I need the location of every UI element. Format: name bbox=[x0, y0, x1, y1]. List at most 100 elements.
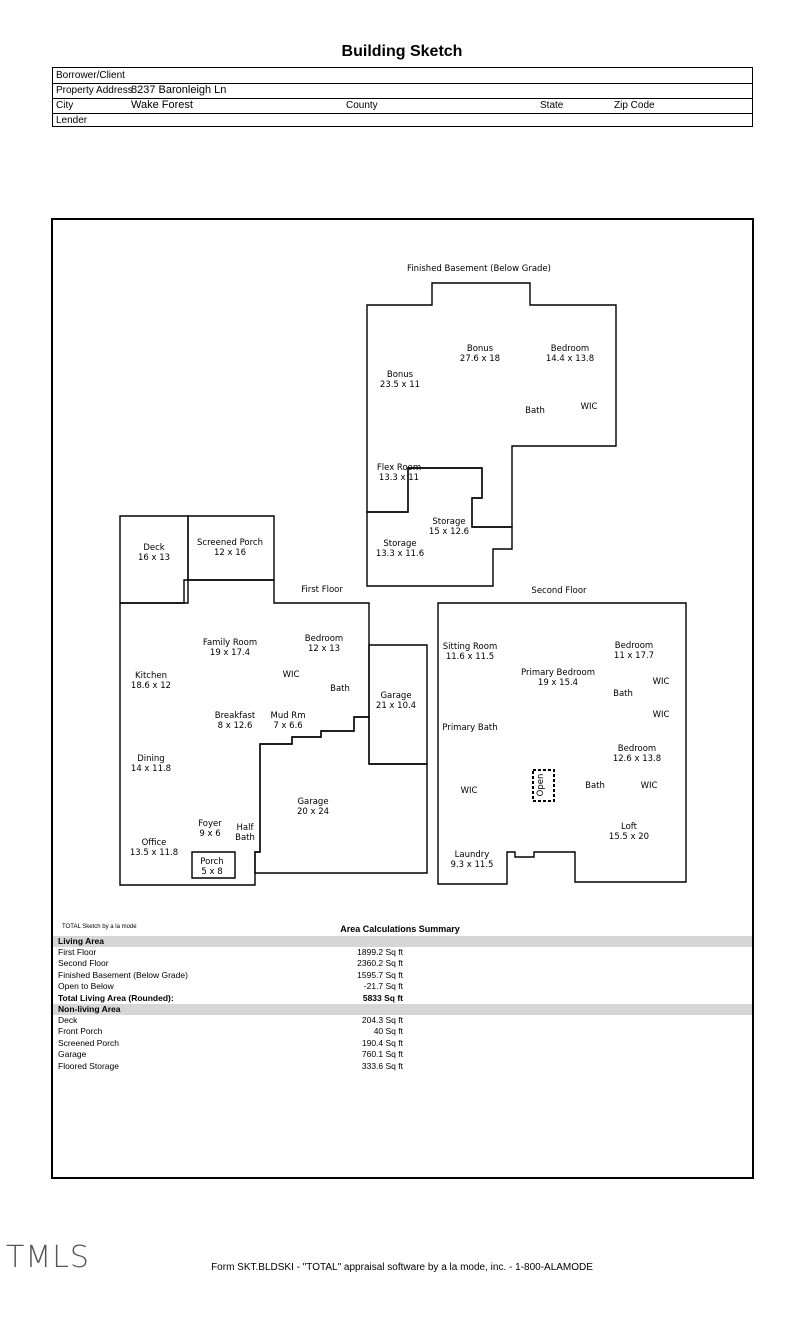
basement-title: Finished Basement (Below Grade) bbox=[407, 264, 551, 274]
room-dims: 16 x 13 bbox=[138, 553, 170, 563]
room-dims: 5 x 8 bbox=[201, 867, 222, 877]
area-row: Screened Porch 190.4 Sq ft bbox=[53, 1038, 752, 1049]
room-name: Bonus bbox=[387, 370, 414, 380]
room-dims: 13.5 x 11.8 bbox=[130, 848, 178, 858]
area-name: Open to Below bbox=[58, 981, 114, 992]
room-name: Deck bbox=[143, 543, 164, 553]
room-name: Breakfast bbox=[215, 711, 256, 721]
tmls-watermark-logo: TMLS bbox=[6, 1240, 90, 1275]
room-name: Bath bbox=[330, 684, 350, 694]
area-value: 2360.2 Sq ft bbox=[357, 958, 403, 969]
room-name: Bedroom bbox=[615, 641, 653, 651]
nonliving-area-heading: Non-living Area bbox=[53, 1003, 752, 1015]
city-row: City Wake Forest County State Zip Code bbox=[53, 98, 752, 114]
room-dims: 14 x 11.8 bbox=[131, 764, 171, 774]
room-dims: 9.3 x 11.5 bbox=[451, 860, 494, 870]
area-row: Deck 204.3 Sq ft bbox=[53, 1015, 752, 1026]
room-name: Mud Rm bbox=[270, 711, 305, 721]
second-floor-title: Second Floor bbox=[531, 586, 587, 596]
room-name: Bedroom bbox=[551, 344, 589, 354]
area-row: Open to Below -21.7 Sq ft bbox=[53, 981, 752, 992]
first-floor-plan: First Floor Deck 16 x 13 Screened Porch … bbox=[119, 515, 428, 886]
area-value: 760.1 Sq ft bbox=[361, 1049, 403, 1060]
area-row: First Floor 1899.2 Sq ft bbox=[53, 947, 752, 958]
area-name: Garage bbox=[58, 1049, 87, 1060]
room-name: Bonus bbox=[467, 344, 494, 354]
open-to-below-marker bbox=[532, 769, 555, 802]
room-name: Bath bbox=[525, 406, 545, 416]
room-name: Dining bbox=[137, 754, 164, 764]
area-name: Finished Basement (Below Grade) bbox=[58, 969, 188, 980]
room-dims: Bath bbox=[235, 833, 255, 843]
area-row: Second Floor 2360.2 Sq ft bbox=[53, 958, 752, 969]
area-name: Deck bbox=[58, 1014, 78, 1025]
room-dims: 9 x 6 bbox=[199, 829, 220, 839]
room-dims: 15.5 x 20 bbox=[609, 832, 649, 842]
room-name: Storage bbox=[432, 517, 465, 527]
room-dims: 7 x 6.6 bbox=[273, 721, 302, 731]
address-value: 8237 Baronleigh Ln bbox=[131, 84, 227, 96]
room-name: WIC bbox=[641, 781, 658, 791]
open-label: Open bbox=[536, 774, 546, 797]
room-name: Loft bbox=[621, 822, 638, 832]
room-dims: 13.3 x 11.6 bbox=[376, 549, 424, 559]
room-name: WIC bbox=[653, 677, 670, 687]
area-value: 1899.2 Sq ft bbox=[357, 947, 403, 957]
room-dims: 19 x 17.4 bbox=[210, 648, 250, 658]
area-name: Front Porch bbox=[58, 1026, 103, 1037]
area-value: 333.6 Sq ft bbox=[361, 1060, 403, 1071]
area-row: Floored Storage 333.6 Sq ft bbox=[53, 1061, 752, 1072]
room-name: Sitting Room bbox=[443, 642, 497, 652]
lender-label: Lender bbox=[56, 115, 88, 126]
room-dims: 27.6 x 18 bbox=[460, 354, 500, 364]
room-dims: 8 x 12.6 bbox=[218, 721, 253, 731]
area-summary-table: Living Area First Floor 1899.2 Sq ft Sec… bbox=[53, 936, 752, 1072]
room-name: Bath bbox=[613, 689, 633, 699]
room-dims: 19 x 15.4 bbox=[538, 678, 578, 688]
second-floor-plan: Open Second Floor Sitting Room 11.6 x 11… bbox=[437, 586, 687, 885]
room-name: WIC bbox=[653, 710, 670, 720]
room-dims: 11 x 17.7 bbox=[614, 651, 654, 661]
area-name: Screened Porch bbox=[58, 1037, 119, 1048]
room-dims: 20 x 24 bbox=[297, 807, 329, 817]
city-label: City bbox=[56, 100, 74, 111]
address-row: Property Address 8237 Baronleigh Ln bbox=[53, 83, 752, 99]
area-summary-title: Area Calculations Summary bbox=[340, 924, 460, 934]
area-row: Garage 760.1 Sq ft bbox=[53, 1049, 752, 1060]
area-value: -21.7 Sq ft bbox=[363, 981, 403, 992]
room-name: Garage bbox=[380, 691, 411, 701]
form-footer: Form SKT.BLDSKI - "TOTAL" appraisal soft… bbox=[211, 1262, 593, 1273]
zip-label: Zip Code bbox=[614, 100, 655, 111]
header-form: Borrower/Client Property Address 8237 Ba… bbox=[52, 67, 753, 127]
living-area-heading: Living Area bbox=[53, 936, 752, 947]
area-value: 1595.7 Sq ft bbox=[357, 969, 403, 980]
room-dims: 11.6 x 11.5 bbox=[446, 652, 494, 662]
room-name: Storage bbox=[383, 539, 416, 549]
room-name: Bedroom bbox=[618, 744, 656, 754]
room-name: Screened Porch bbox=[197, 538, 263, 548]
borrower-row: Borrower/Client bbox=[53, 68, 752, 84]
sketch-frame bbox=[51, 218, 754, 1179]
state-label: State bbox=[540, 100, 564, 111]
address-label: Property Address bbox=[56, 85, 133, 96]
room-dims: 12.6 x 13.8 bbox=[613, 754, 661, 764]
room-name: WIC bbox=[581, 402, 598, 412]
room-name: Kitchen bbox=[135, 671, 167, 681]
county-label: County bbox=[346, 100, 378, 111]
room-dims: 18.6 x 12 bbox=[131, 681, 171, 691]
city-value: Wake Forest bbox=[131, 99, 193, 111]
room-dims: 12 x 16 bbox=[214, 548, 246, 558]
room-name: Half bbox=[237, 823, 255, 833]
area-row: Front Porch 40 Sq ft bbox=[53, 1026, 752, 1037]
room-dims: 12 x 13 bbox=[308, 644, 340, 654]
room-name: Primary Bath bbox=[442, 723, 497, 733]
total-value: 5833 Sq ft bbox=[362, 992, 403, 1003]
room-name: Primary Bedroom bbox=[521, 668, 595, 678]
floor-plan-sketch: Finished Basement (Below Grade) Bonus 27… bbox=[119, 264, 687, 886]
room-name: Garage bbox=[297, 797, 328, 807]
room-dims: 14.4 x 13.8 bbox=[546, 354, 594, 364]
area-name: Second Floor bbox=[58, 958, 109, 969]
total-living-row: Total Living Area (Rounded): 5833 Sq ft bbox=[53, 993, 752, 1004]
area-value: 190.4 Sq ft bbox=[361, 1037, 403, 1048]
lender-row: Lender bbox=[53, 113, 752, 128]
